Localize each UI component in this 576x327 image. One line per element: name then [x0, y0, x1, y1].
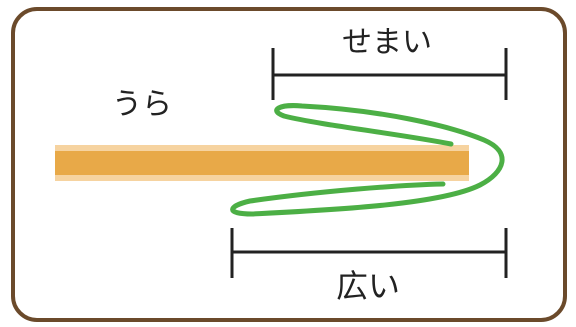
back-label: うら	[112, 87, 172, 122]
board-core	[55, 151, 469, 175]
narrow-dimension	[271, 48, 508, 100]
green-loop	[230, 103, 505, 217]
wide-label: 広い	[336, 267, 401, 305]
wide-dimension	[230, 228, 508, 278]
narrow-label: せまい	[342, 25, 432, 60]
